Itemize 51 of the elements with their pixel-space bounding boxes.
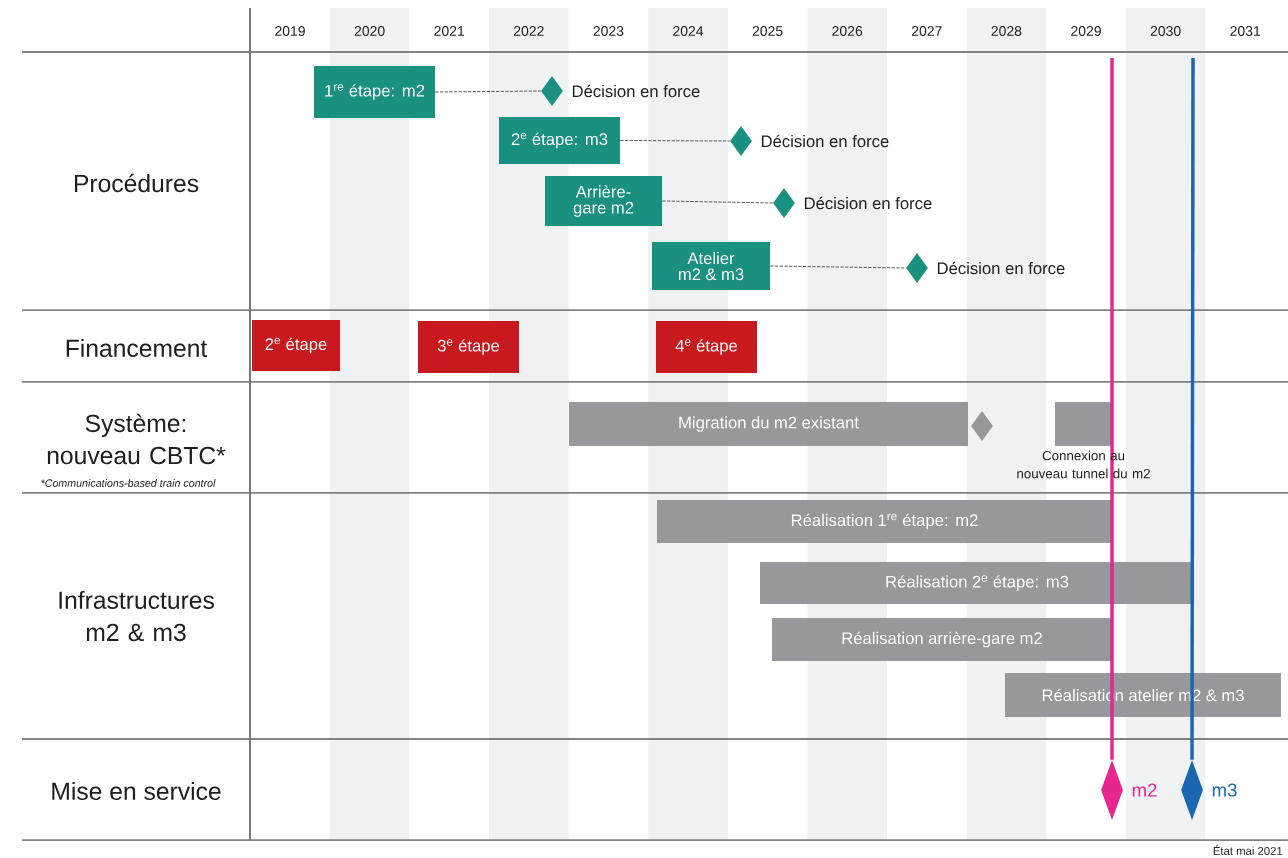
row-header: Système: nouveau CBTC* <box>47 413 226 465</box>
year-label: 2026 <box>832 26 863 36</box>
dashed-connector <box>769 265 907 269</box>
task-bar: Réalisation arrière-gare m2 <box>772 618 1112 661</box>
year-label: 2021 <box>434 26 465 36</box>
funding-box: 4$^{e}$ étape <box>656 321 757 373</box>
milestone-line <box>1190 58 1195 760</box>
procedure-box: Arrière-gare m2 <box>545 176 662 226</box>
year-label: 2025 <box>752 26 783 36</box>
year-label: 2019 <box>275 26 305 36</box>
line-label: m2 <box>1132 783 1157 797</box>
task-bar: Réalisation 1$^{re}$ étape: m2 <box>657 500 1112 543</box>
dashed-connector <box>619 140 731 142</box>
task-bar <box>1055 402 1112 446</box>
row-header: Financement <box>66 338 208 358</box>
service-diamond <box>1181 760 1203 820</box>
milestone-diamond <box>773 188 795 218</box>
decision-label: Décision en force <box>937 261 1065 275</box>
date-note: État mai 2021 <box>1213 845 1283 855</box>
row-header: Mise en service <box>52 781 221 801</box>
procedure-box: 2$^{e}$ étape: m3 <box>499 117 620 164</box>
dashed-connector <box>434 90 542 93</box>
year-label: 2024 <box>673 26 704 36</box>
decision-label: Décision en force <box>572 84 700 98</box>
row-header: Infrastructures m2 & m3 <box>59 590 214 642</box>
milestone-line <box>1110 58 1114 760</box>
footnote: *Communications-based train control <box>41 479 216 487</box>
task-bar: Réalisation 2$^{e}$ étape: m3 <box>760 562 1194 604</box>
service-diamond <box>1101 760 1123 820</box>
milestone-diamond <box>971 411 993 441</box>
year-label: 2027 <box>911 26 942 36</box>
year-label: 2029 <box>1071 26 1101 36</box>
procedure-box: Atelier m2 & m3 <box>652 242 770 290</box>
year-label: 2023 <box>593 26 624 36</box>
dashed-connector <box>661 200 774 204</box>
year-label: 2031 <box>1230 26 1261 36</box>
milestone-diamond <box>730 126 752 156</box>
line-label: m3 <box>1212 783 1237 797</box>
funding-box: 2$^{e}$ étape <box>252 320 340 371</box>
funding-box: 3$^{e}$ étape <box>418 321 519 373</box>
year-label: 2020 <box>354 26 385 36</box>
year-label: 2030 <box>1150 26 1181 36</box>
milestone-diamond <box>906 253 928 283</box>
row-header: Procédures <box>74 173 199 193</box>
milestone-diamond <box>541 76 563 106</box>
year-label: 2028 <box>991 26 1022 36</box>
year-label: 2022 <box>513 26 544 36</box>
decision-label: Décision en force <box>761 134 889 148</box>
task-bar: Migration du m2 existant <box>569 402 968 446</box>
decision-label: Décision en force <box>804 196 932 210</box>
procedure-box: 1$^{re}$ étape: m2 <box>314 66 435 118</box>
